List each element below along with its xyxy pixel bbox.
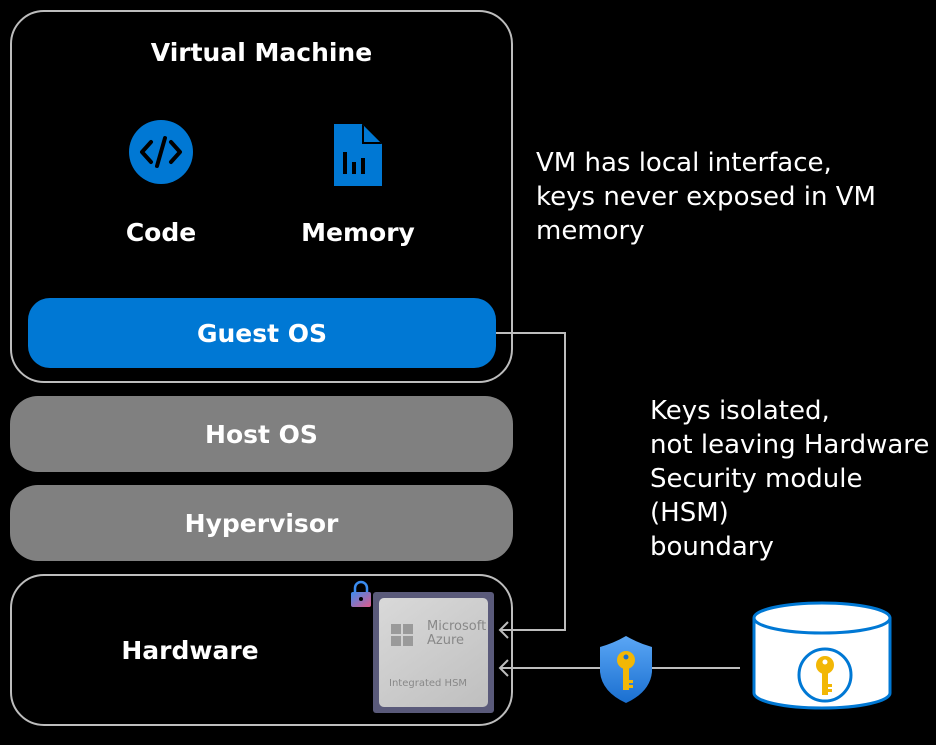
note-line: Keys isolated, — [650, 396, 830, 426]
hardware-label: Hardware — [121, 636, 259, 665]
guest-to-hsm-connector — [496, 332, 566, 631]
vm-interface-note: VM has local interface, keys never expos… — [536, 146, 876, 248]
host-os-layer: Host OS — [10, 396, 513, 472]
note-line: keys never exposed in VM — [536, 182, 876, 212]
note-line: not leaving Hardware — [650, 430, 930, 460]
virtual-machine-box — [10, 10, 513, 383]
note-line: VM has local interface, — [536, 148, 832, 178]
memory-label: Memory — [301, 218, 415, 247]
code-label: Code — [125, 218, 197, 247]
shield-key-icon — [600, 636, 652, 703]
guest-os-layer: Guest OS — [28, 298, 496, 368]
code-icon — [129, 120, 193, 184]
arrow-head-icon — [498, 621, 509, 639]
chip-caption: Integrated HSM — [389, 678, 468, 689]
chip-brand-line1: Microsoft — [427, 619, 487, 634]
note-line: boundary — [650, 532, 774, 562]
microsoft-logo-icon — [391, 624, 413, 646]
memory-file-icon — [334, 124, 382, 186]
key-vault-database-icon — [752, 601, 892, 710]
hypervisor-layer: Hypervisor — [10, 485, 513, 561]
vm-title: Virtual Machine — [150, 38, 373, 67]
arrow-head-icon — [498, 659, 509, 677]
note-line: memory — [536, 216, 645, 246]
note-line: Security module (HSM) — [650, 464, 863, 528]
chip-brand-line2: Azure — [427, 633, 465, 648]
hardware-box — [10, 574, 513, 726]
hsm-boundary-note: Keys isolated, not leaving Hardware Secu… — [650, 394, 936, 564]
